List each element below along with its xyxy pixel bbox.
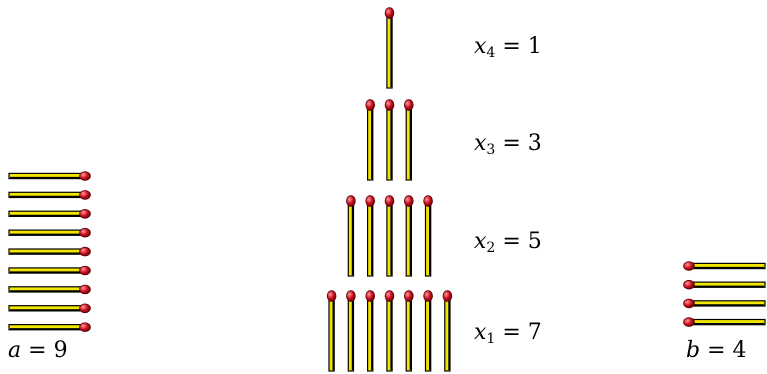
- matchstick-a-1: [8, 171, 91, 181]
- label-x1-sub: 1: [486, 331, 496, 347]
- matchstick-x2-3: [384, 195, 395, 277]
- label-a-value: 9: [53, 338, 68, 363]
- matchstick-b-1: [683, 261, 766, 271]
- label-b: b=4: [686, 340, 747, 362]
- matchstick-x1-1: [326, 290, 337, 372]
- label-x4: x4 =1: [474, 34, 542, 61]
- label-x3-eq: =: [502, 131, 521, 156]
- matchstick-b-3: [683, 298, 766, 309]
- label-b-eq: =: [707, 338, 726, 363]
- matchstick-a-6: [8, 265, 91, 276]
- label-a-var: a: [8, 338, 22, 363]
- label-a: a=9: [8, 340, 68, 362]
- matchstick-x1-4: [384, 290, 395, 372]
- matchstick-a-9: [8, 322, 91, 333]
- label-x3-var: x: [474, 131, 487, 156]
- matchstick-x2-4: [403, 195, 414, 277]
- label-x1: x1 =7: [474, 320, 542, 347]
- label-x2-var: x: [474, 229, 487, 254]
- label-x2-eq: =: [502, 229, 521, 254]
- matchstick-b-2: [683, 279, 766, 290]
- matchstick-group-x3: [365, 99, 414, 181]
- matchstick-x1-6: [423, 290, 433, 372]
- label-x4-sub: 4: [486, 45, 496, 61]
- label-x4-eq: =: [502, 34, 521, 59]
- matchstick-group-x1: [326, 290, 453, 372]
- matchstick-group-x2: [346, 195, 433, 277]
- matchstick-x4-1: [384, 7, 395, 89]
- matchstick-x1-2: [346, 290, 356, 372]
- matchstick-a-2: [8, 190, 91, 200]
- matchstick-a-7: [8, 284, 91, 295]
- label-x3-value: 3: [527, 131, 542, 156]
- matchstick-b-4: [683, 317, 766, 327]
- label-a-eq: =: [28, 338, 47, 363]
- matchstick-x3-2: [384, 99, 395, 181]
- label-x3: x3=3: [474, 131, 542, 158]
- matchstick-x1-5: [403, 290, 414, 372]
- label-x1-var: x: [474, 320, 487, 345]
- label-x1-value: 7: [527, 320, 542, 345]
- label-x2-value: 5: [527, 229, 542, 254]
- matchstick-x2-1: [346, 195, 356, 277]
- label-b-var: b: [686, 338, 701, 363]
- label-x4-var: x: [474, 34, 487, 59]
- matchstick-group-x4: [384, 7, 395, 89]
- matchstick-group-b: [683, 261, 766, 327]
- matchstick-a-8: [8, 303, 91, 314]
- label-b-value: 4: [732, 338, 747, 363]
- matchstick-a-5: [8, 246, 91, 257]
- label-x4-value: 1: [527, 34, 542, 59]
- label-x1-eq: =: [502, 320, 521, 345]
- matchstick-x1-3: [365, 290, 376, 372]
- matchstick-group-a: [8, 171, 91, 333]
- matchstick-x3-3: [403, 99, 414, 181]
- matchstick-a-4: [8, 227, 91, 238]
- matchstick-x1-7: [442, 290, 453, 372]
- matchstick-x2-5: [423, 195, 433, 277]
- matchstick-a-3: [8, 209, 91, 219]
- matchstick-x2-2: [365, 195, 376, 277]
- label-x3-sub: 3: [486, 142, 496, 158]
- label-x2-sub: 2: [486, 240, 496, 256]
- matchstick-x3-1: [365, 99, 376, 181]
- label-x2: x2 =5: [474, 229, 542, 256]
